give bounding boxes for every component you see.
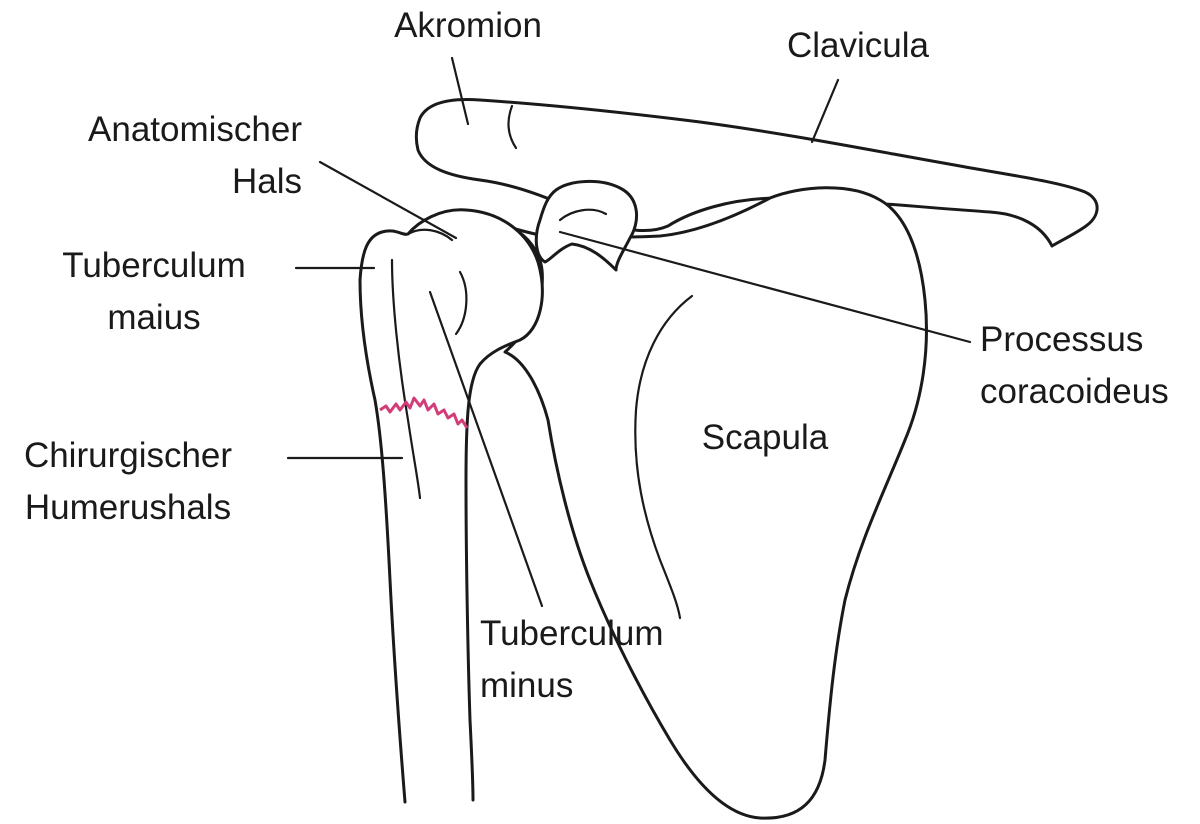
anatomischer-hals-line2: Hals [231,162,302,201]
chirurgischer-humerushals-label: Chirurgischer Humerushals [0,430,256,534]
akromion-label: Akromion [378,0,558,52]
coracoid-inner-curve [558,208,608,222]
processus-coracoideus-leader [558,230,972,344]
akromion-label-text: Akromion [394,6,542,45]
clavicula-leader [810,78,840,144]
scapula-label: Scapula [690,412,840,464]
anatomischer-hals-leader [318,160,458,240]
humerus-bone [358,208,544,804]
processus-coracoideus-line2: coracoideus [980,372,1169,411]
acromioclavicular-joint-line [507,104,518,150]
tuberculum-minus-leader [428,290,544,608]
processus-coracoideus-label: Processus coracoideus [980,314,1195,418]
scapula-ridge-line [634,294,694,620]
clavicula-label-text: Clavicula [787,26,929,65]
bicipital-groove-line [390,258,422,500]
tuberculum-maius-line1: Tuberculum [62,246,246,285]
fracture-line [379,396,469,429]
tuberculum-minus-line1: Tuberculum [480,614,664,653]
tuberculum-maius-line2: maius [107,298,201,337]
anatomischer-hals-line1: Anatomischer [88,110,302,149]
chirurgischer-humerushals-line1: Chirurgischer [23,436,233,475]
chirurgischer-humerushals-line2: Humerushals [24,488,232,527]
tuberculum-maius-label: Tuberculum maius [34,240,274,344]
scapula-label-text: Scapula [701,418,829,457]
anatomischer-hals-label: Anatomischer Hals [30,104,302,208]
clavicula-label: Clavicula [768,20,948,72]
akromion-leader [450,56,470,126]
humeral-head-curve [454,270,468,336]
tuberculum-minus-line2: minus [480,666,574,705]
processus-coracoideus-line1: Processus [980,320,1144,359]
humeral-head-inner-line [406,228,454,242]
scapula-bone [503,186,928,820]
coracoid-process-bone [534,179,639,272]
tuberculum-minus-label: Tuberculum minus [480,608,710,712]
